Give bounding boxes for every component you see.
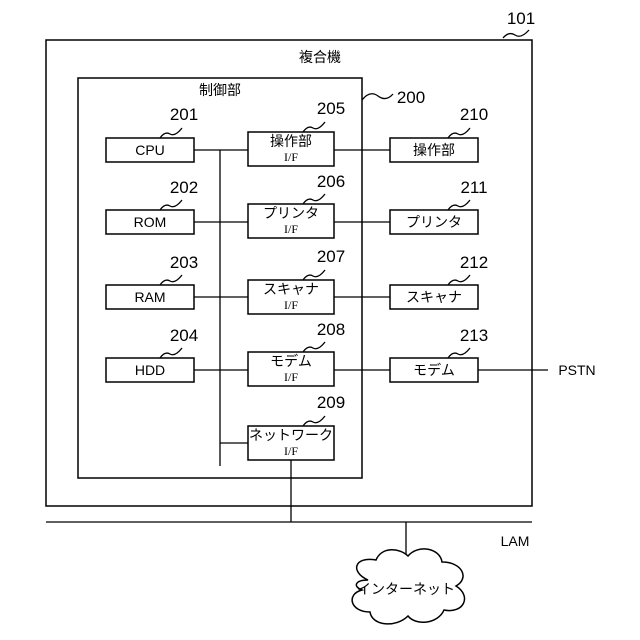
op-device-ref: 210: [460, 105, 488, 124]
scanner-if-sub: I/F: [284, 298, 298, 312]
mfp-ref: 101: [507, 9, 535, 28]
network-if-ref: 209: [317, 393, 345, 412]
hdd-ref: 204: [170, 326, 198, 345]
cpu-ref: 201: [170, 105, 198, 124]
scanner-device-label: スキャナ: [406, 289, 462, 305]
printer-device-label: プリンタ: [406, 214, 462, 230]
mfp-leader: [503, 30, 529, 38]
op-if-sub: I/F: [284, 150, 298, 164]
controller-ref: 200: [397, 88, 425, 107]
ram-ref: 203: [170, 253, 198, 272]
network-if-sub: I/F: [284, 444, 298, 458]
rom-ref: 202: [170, 178, 198, 197]
lan-label: LAM: [501, 533, 530, 549]
scanner-if-label: スキャナ: [263, 281, 319, 297]
hdd-label: HDD: [135, 362, 165, 378]
modem-if-label: モデム: [270, 353, 312, 369]
pstn-label: PSTN: [558, 362, 595, 378]
ram-label: RAM: [134, 289, 165, 305]
op-device-label: 操作部: [413, 142, 455, 158]
modem-device-label: モデム: [413, 362, 455, 378]
scanner-if-ref: 207: [317, 247, 345, 266]
controller-label: 制御部: [199, 82, 241, 98]
printer-device-ref: 211: [460, 178, 487, 197]
printer-if-sub: I/F: [284, 222, 298, 236]
modem-device-ref: 213: [460, 326, 488, 345]
network-if-label: ネットワーク: [249, 427, 333, 443]
internet-label: インターネット: [357, 581, 455, 597]
modem-if-sub: I/F: [284, 370, 298, 384]
scanner-device-ref: 212: [460, 253, 488, 272]
printer-if-ref: 206: [317, 172, 345, 191]
mfp-label: 複合機: [299, 49, 341, 65]
cpu-label: CPU: [135, 142, 165, 158]
rom-label: ROM: [134, 214, 167, 230]
modem-if-ref: 208: [317, 320, 345, 339]
op-if-ref: 205: [317, 99, 345, 118]
printer-if-label: プリンタ: [263, 205, 319, 221]
op-if-label: 操作部: [270, 133, 312, 149]
